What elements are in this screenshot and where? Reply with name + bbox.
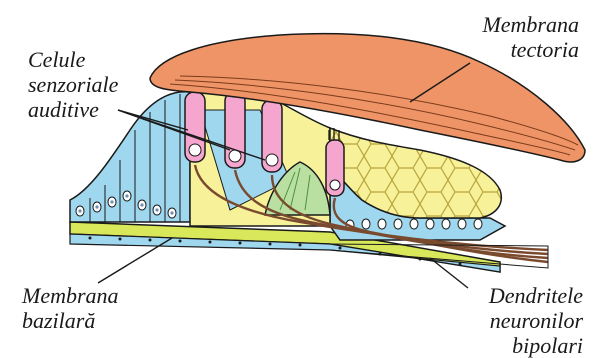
label-line: Membrana — [482, 12, 579, 37]
label-line: bipolari — [489, 333, 583, 358]
label-line: auditive — [28, 97, 118, 122]
label-line: neuronilor — [489, 308, 583, 333]
label-sensory-cells: Celule senzoriale auditive — [28, 47, 118, 122]
label-line: Dendritele — [489, 283, 583, 308]
label-dendrites: Dendritele neuronilor bipolari — [489, 283, 583, 358]
label-line: senzoriale — [28, 72, 118, 97]
label-line: bazilară — [22, 308, 119, 333]
label-line: Celule — [28, 47, 118, 72]
label-line: Membrana — [22, 283, 119, 308]
label-tectorial-membrane: Membrana tectoria — [482, 12, 579, 62]
label-line: tectoria — [482, 37, 579, 62]
label-basilar-membrane: Membrana bazilară — [22, 283, 119, 333]
